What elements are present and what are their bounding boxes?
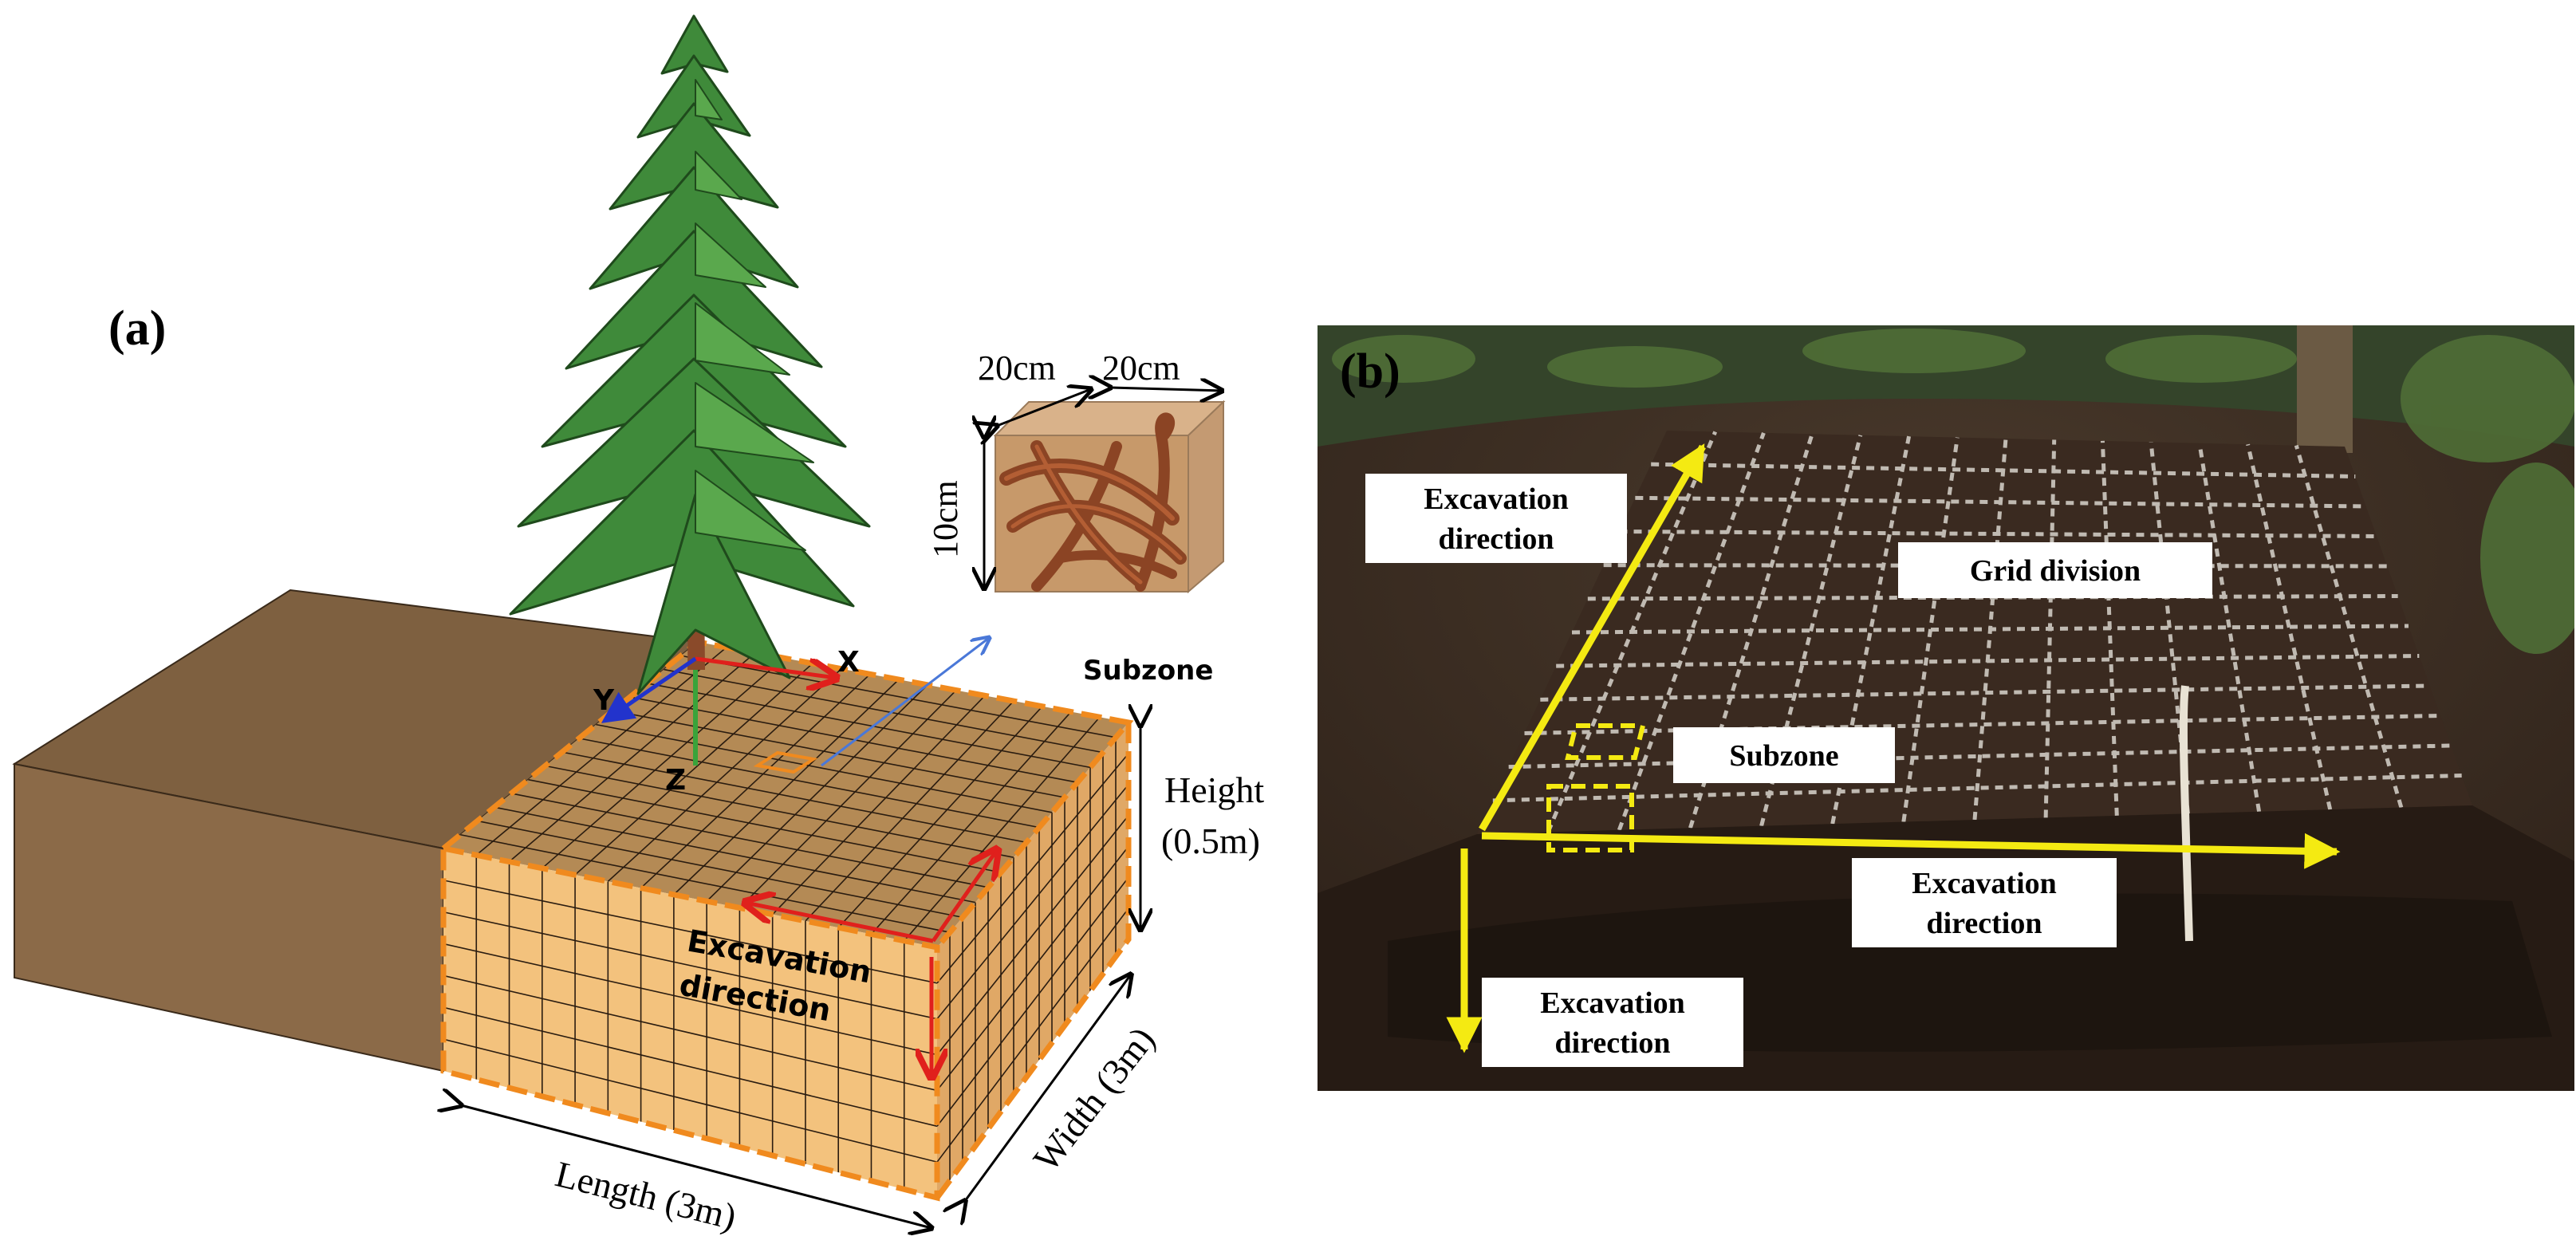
tree-icon [509, 14, 871, 766]
subzone-label: Subzone [1083, 655, 1213, 687]
x-axis-label: X [837, 646, 860, 679]
photo-subzone-marker [1546, 723, 1646, 852]
label-excavation-bottom: Excavation direction [1482, 978, 1743, 1067]
subzone-dim-top-right [1110, 388, 1222, 391]
x-axis-arrow [695, 656, 836, 678]
svg-text:direction: direction [1439, 522, 1554, 556]
y-axis-label: Y [593, 684, 615, 717]
y-axis-arrow [601, 656, 697, 723]
panel-b-label: (b) [1340, 344, 1400, 399]
width-dim-arrow [965, 974, 1131, 1201]
panel-b: (b) Excavation direction Grid division S… [1318, 325, 2574, 1091]
label-excavation-right: Excavation direction [1852, 858, 2117, 947]
svg-text:Grid division: Grid division [1970, 554, 2141, 588]
subzone-dim-side-label: 10cm [926, 480, 965, 558]
length-dim-arrow [461, 1105, 932, 1228]
panel-a: (a) [12, 14, 1274, 1238]
label-excavation-top-left: Excavation direction [1365, 474, 1627, 563]
svg-text:Subzone: Subzone [1729, 739, 1838, 773]
subzone-marker [753, 750, 818, 774]
excavation-direction-arrows [746, 850, 997, 1077]
label-subzone: Subzone [1673, 727, 1895, 783]
photo-excavation-arrows [1446, 443, 2341, 1053]
subzone-dim-top-left [997, 389, 1091, 426]
height-label: Height (0.5m) [1161, 770, 1274, 861]
subzone-dim-top-left-label: 20cm [978, 348, 1056, 388]
length-label: Length (3m) [552, 1153, 741, 1237]
svg-text:direction: direction [1555, 1026, 1671, 1060]
svg-text:Excavation: Excavation [1912, 867, 2057, 900]
z-axis-label: Z [665, 764, 686, 797]
label-grid-division: Grid division [1898, 542, 2212, 598]
panel-a-label: (a) [108, 301, 166, 356]
svg-text:Excavation: Excavation [1424, 482, 1569, 516]
subzone-cube [993, 400, 1226, 594]
field-photo [1318, 325, 2574, 1091]
top-grid [460, 647, 1117, 942]
svg-text:direction: direction [1927, 907, 2042, 940]
svg-text:Excavation: Excavation [1540, 986, 1685, 1020]
subzone-leader-arrow [821, 638, 989, 767]
subzone-dim-top-right-label: 20cm [1102, 348, 1180, 388]
